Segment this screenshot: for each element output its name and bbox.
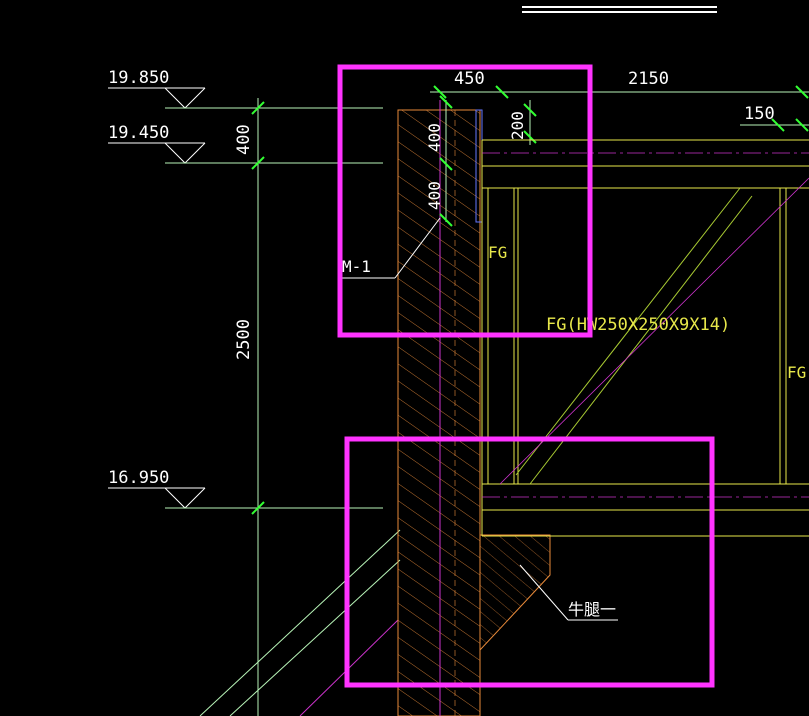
dimension-450: 450 <box>454 69 485 89</box>
title-underline <box>522 6 717 13</box>
lower-left-diagonals <box>199 529 401 716</box>
wall-dimensions: 400 400 <box>425 95 453 227</box>
concrete-wall <box>397 100 481 716</box>
left-dimension-chain: 400 2500 <box>234 98 265 716</box>
elevation-marker-19850: 19.850 <box>108 68 383 109</box>
corbel-label: 牛腿一 <box>568 601 616 619</box>
highlight-box-bottom <box>344 436 715 688</box>
steel-frame: FG FG(HW250X250X9X14) FG <box>481 139 809 537</box>
top-dimension-chain: 450 2150 200 150 <box>430 69 809 145</box>
elevation-label: 19.450 <box>108 123 169 143</box>
highlight-box-top <box>337 64 593 338</box>
dimension-400-wall-lower: 400 <box>425 181 444 210</box>
dimension-150: 150 <box>744 104 775 124</box>
elevation-marker-19450: 19.450 <box>108 123 383 164</box>
fg-spec-label: FG(HW250X250X9X14) <box>546 315 730 335</box>
dimension-2150: 2150 <box>628 69 669 89</box>
embed-plate-label: M-1 <box>342 257 371 276</box>
dimension-200: 200 <box>508 111 527 140</box>
fg-label-left: FG <box>488 243 507 262</box>
dimension-400-wall-upper: 400 <box>425 123 444 152</box>
elevation-marker-16950: 16.950 <box>108 468 383 509</box>
corbel: 牛腿一 <box>479 534 618 652</box>
dimension-2500: 2500 <box>234 319 254 360</box>
dimension-400-left: 400 <box>234 124 254 155</box>
fg-label-right: FG <box>787 363 806 382</box>
elevation-label: 19.850 <box>108 68 169 88</box>
elevation-label: 16.950 <box>108 468 169 488</box>
